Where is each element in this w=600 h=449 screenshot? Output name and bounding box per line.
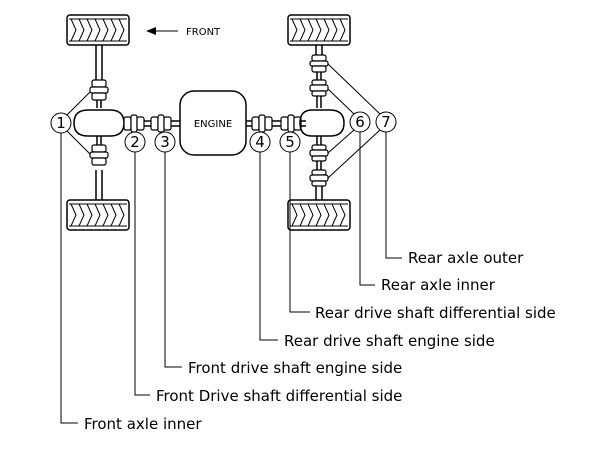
rear-axle-inner-joint-lower <box>309 144 329 162</box>
callout-bubble-4: 4 <box>249 131 271 153</box>
callout-leader-7 <box>385 132 402 259</box>
front-right-tire <box>66 199 130 231</box>
callout-leader-5 <box>289 152 310 313</box>
rear-left-tire <box>287 14 351 46</box>
callout-label-5: Rear drive shaft differential side <box>315 304 556 322</box>
rear-driveshaft-joint-diff <box>280 114 302 133</box>
arrow-left-icon <box>146 27 156 35</box>
rear-axle-outer-joint-lower <box>309 169 329 187</box>
svg-text:4: 4 <box>255 133 265 151</box>
callout-label-6: Rear axle inner <box>381 276 496 294</box>
callout-leader-6 <box>359 132 375 286</box>
engine-label: ENGINE <box>194 119 232 130</box>
front-direction-indicator: FRONT <box>146 27 221 38</box>
svg-text:1: 1 <box>56 114 66 132</box>
callout-label-3: Front drive shaft engine side <box>188 359 402 377</box>
svg-text:7: 7 <box>381 113 391 131</box>
callout-bubble-3: 3 <box>154 131 176 153</box>
front-driveshaft-joint-engine <box>150 114 172 133</box>
svg-text:2: 2 <box>130 133 140 151</box>
svg-text:3: 3 <box>160 133 170 151</box>
callout-leader-1 <box>60 133 78 424</box>
callout-bubble-2: 2 <box>124 131 146 153</box>
callout-label-7: Rear axle outer <box>408 249 524 267</box>
svg-text:6: 6 <box>355 113 365 131</box>
front-driveshaft-joint-diff <box>123 114 145 133</box>
front-axle-joint-upper <box>89 79 109 101</box>
rear-axle-outer-joint-upper <box>309 54 329 73</box>
rear-right-tire <box>287 199 351 231</box>
front-label: FRONT <box>186 27 221 38</box>
callout-bubble-6: 6 <box>349 111 371 133</box>
svg-text:5: 5 <box>285 133 295 151</box>
callout-leader-4 <box>259 152 278 341</box>
callout-label-4: Rear drive shaft engine side <box>284 332 495 350</box>
rear-differential <box>299 109 345 137</box>
rear-axle-inner-joint-upper <box>309 79 329 97</box>
callout-label-2: Front Drive shaft differential side <box>156 387 402 405</box>
rear-driveshaft-joint-engine <box>251 114 273 133</box>
engine-block <box>179 90 247 156</box>
callout-bubble-7: 7 <box>375 111 397 133</box>
callout-bubble-5: 5 <box>279 131 301 153</box>
callout-leader-3 <box>164 152 182 368</box>
front-differential <box>73 109 125 137</box>
callout-bubble-1: 1 <box>50 112 72 134</box>
callout-leader-2 <box>134 152 150 396</box>
front-left-tire <box>66 14 130 46</box>
front-axle-joint-lower <box>89 144 109 166</box>
callout-label-1: Front axle inner <box>84 415 202 433</box>
